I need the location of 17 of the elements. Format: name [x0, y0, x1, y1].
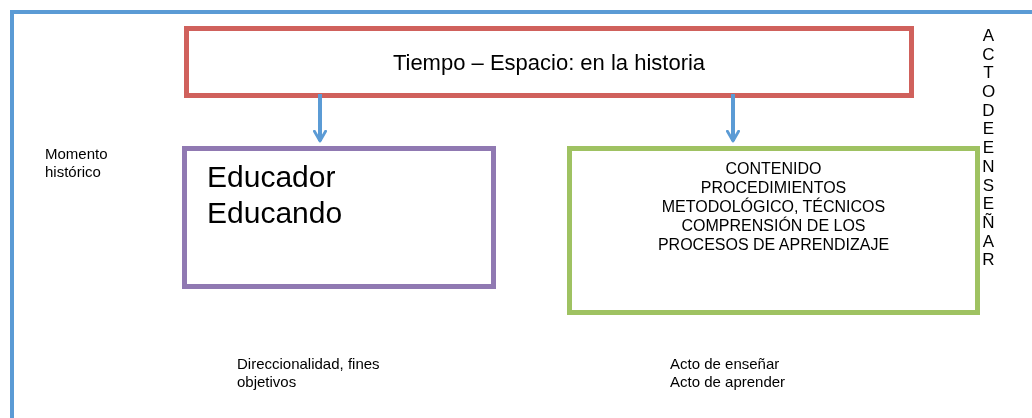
- vertical-label: ACTO DE ENSEÑAR: [980, 27, 997, 270]
- label-text: Acto de enseñar: [670, 355, 781, 373]
- box-text: Educador: [207, 159, 337, 195]
- box-text: COMPRENSIÓN DE LOS PROCESOS DE APRENDIZAJE: [656, 216, 891, 254]
- arrow: [726, 94, 740, 143]
- label-text: Direccionalidad, fines objetivos: [237, 355, 381, 391]
- label-text: Momento histórico: [45, 145, 109, 181]
- frame-border: [10, 10, 1032, 418]
- title-box: [184, 26, 914, 98]
- arrow: [313, 94, 327, 143]
- box-text: PROCEDIMIENTOS METODOLÓGICO, TÉCNICOS: [660, 178, 887, 216]
- box-text: CONTENIDO: [724, 159, 823, 178]
- label-text: Acto de aprender: [670, 373, 787, 391]
- process-box: [182, 146, 496, 289]
- box-text: Tiempo – Espacio: en la historia: [392, 48, 706, 77]
- process-box: [567, 146, 980, 315]
- box-text: Educando: [207, 195, 344, 231]
